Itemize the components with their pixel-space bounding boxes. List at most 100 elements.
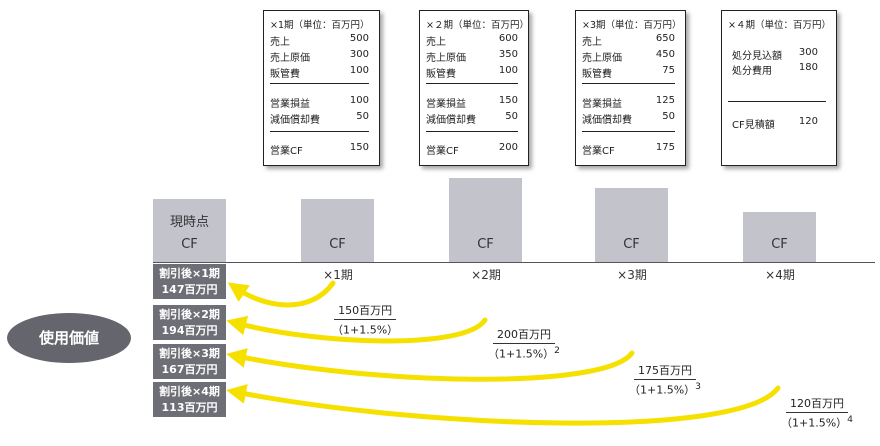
card-row-label: 売上 [270,37,290,48]
formula-base: （1+1.5%） [781,416,848,430]
formula-numerator: 120百万円 [786,395,848,413]
cf-bar-period-3: CF [595,188,668,262]
card-row-value: 600 [498,33,518,44]
card-header: ×1期（単位：百万円） [270,20,370,31]
formula-numerator: 175百万円 [634,362,696,380]
formula-denominator: （1+1.5%）4 [781,413,853,431]
card-row-label: 営業CF [270,146,303,157]
formula-base: （1+1.5%） [629,383,696,397]
card-divider [426,83,518,84]
card-row-value: 300 [349,49,369,60]
formula-numerator: 150百万円 [334,302,397,320]
card-row-value: 350 [498,49,518,60]
card-row-label: 営業CF [582,146,615,157]
timeline-axis [153,262,875,263]
formula-numerator: 200百万円 [493,326,555,344]
formula-exponent: 4 [847,414,853,425]
card-divider [270,131,369,132]
card-row-label: 売上 [426,37,446,48]
cf-bar-period-2: CF [449,178,522,262]
card-header: ×２期（単位：百万円） [426,20,529,31]
cf-bar-period-4: CF [743,212,816,262]
card-row-value: 200 [498,142,518,153]
formula-denominator: （1+1.5%） [332,320,398,338]
card-divider [426,131,518,132]
discount-arrow-4 [226,384,781,426]
card-row-value: 450 [655,49,675,60]
discounted-label: 割引後×3期 [159,347,220,360]
formula-exponent: 3 [695,381,701,392]
formula-exponent: 2 [554,345,560,356]
discounted-period-2-box: 割引後×2期 194百万円 [153,305,226,340]
discount-arrow-2 [226,315,488,344]
present-cf-bar: 現時点 CF [153,199,226,262]
card-row-value: 50 [662,111,675,122]
cf-bar-label: CF [329,237,346,252]
period-label-4: ×4期 [765,268,795,282]
period-2-card: ×２期（単位：百万円） 売上 600 売上原価 350 販管費 100 営業損益… [419,10,529,166]
value-in-use-oval: 使用価値 [7,313,131,363]
discount-formula-3: 175百万円 （1+1.5%）3 [629,362,701,398]
card-divider [582,83,675,84]
card-row-label: 処分見込額 [732,51,782,62]
card-row-label: 売上原価 [582,53,622,64]
card-row-value: 100 [349,95,369,106]
card-row-label: 減価償却費 [270,115,320,126]
card-row-label: 処分費用 [732,66,772,77]
discounted-amount: 113百万円 [161,401,218,414]
cf-bar-label: CF [477,237,494,252]
period-label-2: ×2期 [471,268,501,282]
card-row-value: 650 [655,33,675,44]
card-row-value: 50 [505,111,518,122]
card-row-value: 50 [356,111,369,122]
formula-denominator: （1+1.5%）2 [488,344,560,362]
card-row-label: 営業損益 [582,99,622,110]
card-row-value: 500 [349,33,369,44]
card-row-value: 300 [798,47,818,58]
card-row-value: 75 [662,65,675,76]
card-divider [582,131,675,132]
discounted-period-3-box: 割引後×3期 167百万円 [153,344,226,379]
card-row-value: 100 [349,65,369,76]
card-row-label: 売上 [582,37,602,48]
discounted-period-1-box: 割引後×1期 147百万円 [153,264,226,299]
cf-bar-period-1: CF [301,199,374,262]
formula-base: （1+1.5%） [332,323,399,337]
period-4-card: ×４期（単位：百万円） 処分見込額 300 処分費用 180 CF見積額 120 [721,10,837,166]
discounted-amount: 147百万円 [161,283,218,296]
discounted-amount: 194百万円 [161,324,218,337]
card-row-value: 150 [349,142,369,153]
present-cf-label: CF [181,237,198,252]
card-row-value: 150 [498,95,518,106]
card-row-label: 販管費 [270,69,300,80]
card-divider [270,83,369,84]
card-divider [728,101,826,102]
card-row-label: 減価償却費 [426,115,476,126]
card-row-value: 120 [798,116,818,127]
card-row-label: CF見積額 [732,120,775,131]
card-row-label: 営業損益 [426,99,466,110]
discount-formula-2: 200百万円 （1+1.5%）2 [488,326,560,362]
discounted-amount: 167百万円 [161,363,218,376]
period-3-card: ×3期（単位：百万円） 売上 650 売上原価 450 販管費 75 営業損益 … [575,10,686,166]
period-label-3: ×3期 [617,268,647,282]
discounted-label: 割引後×2期 [159,308,220,321]
card-row-label: 売上原価 [270,53,310,64]
cf-bar-label: CF [623,237,640,252]
discount-arrow-3 [226,348,635,382]
card-row-value: 125 [655,95,675,106]
card-row-label: 減価償却費 [582,115,632,126]
card-row-label: 販管費 [426,69,456,80]
discounted-period-4-box: 割引後×4期 113百万円 [153,382,226,417]
card-row-value: 180 [798,62,818,73]
card-header: ×3期（単位：百万円） [582,20,682,31]
card-header: ×４期（単位：百万円） [728,20,831,31]
card-row-label: 売上原価 [426,53,466,64]
period-label-1: ×1期 [323,268,353,282]
card-row-label: 販管費 [582,69,612,80]
present-title: 現時点 [169,215,209,230]
card-row-value: 100 [498,65,518,76]
formula-base: （1+1.5%） [488,347,555,361]
cf-bar-label: CF [771,237,788,252]
